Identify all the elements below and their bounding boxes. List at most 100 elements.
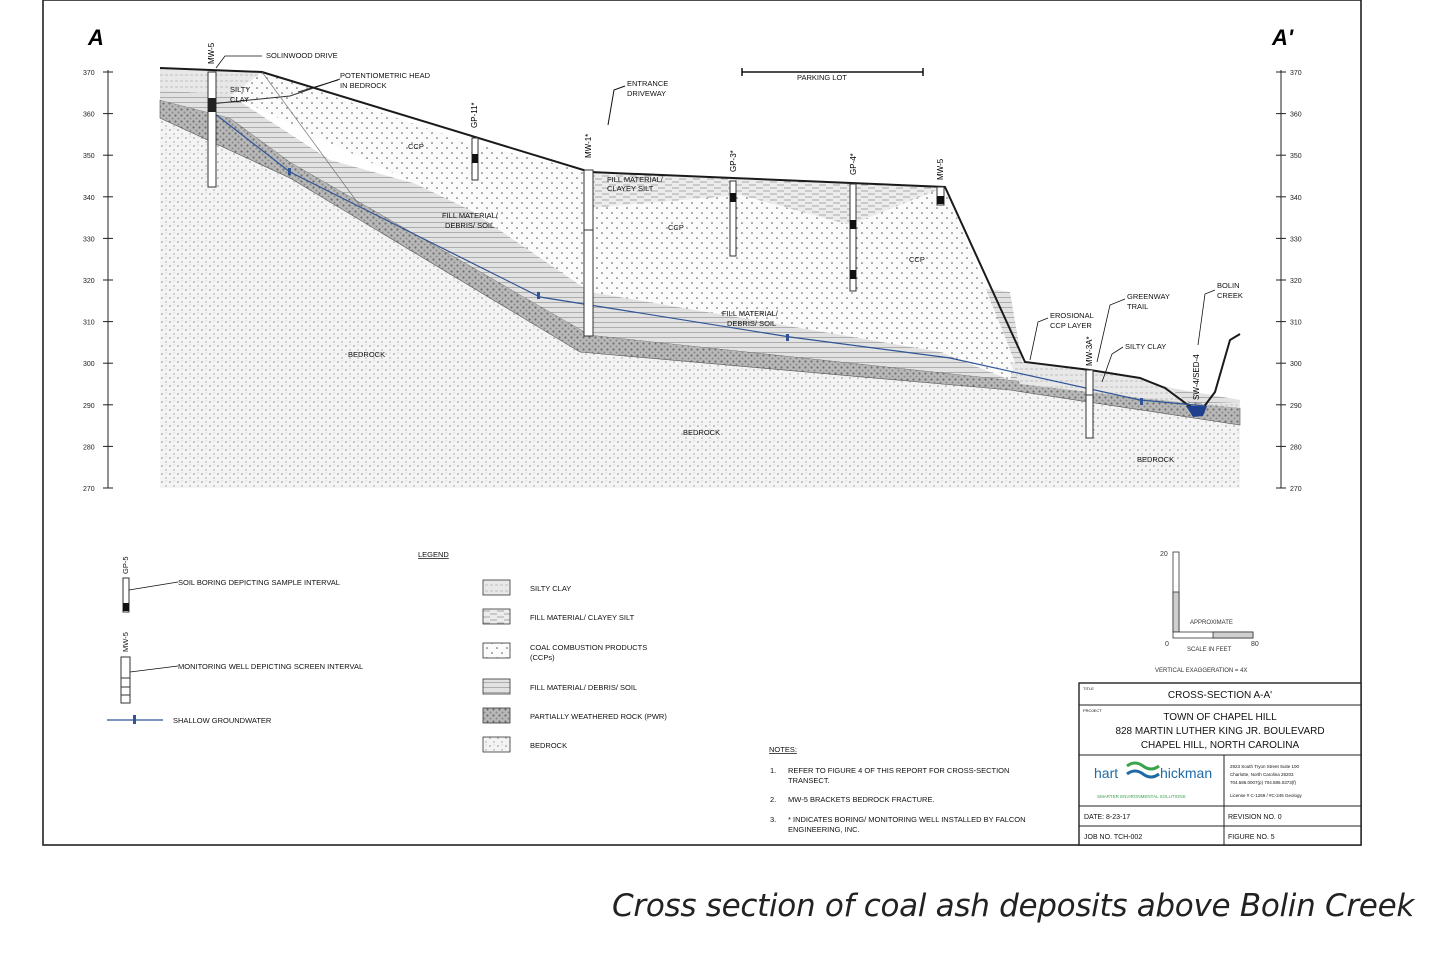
svg-text:3.: 3. (770, 815, 776, 824)
svg-text:License # C-1269 / #C-245 Geol: License # C-1269 / #C-245 Geology (1230, 793, 1303, 798)
company-hickman: hickman (1160, 765, 1212, 781)
notes-title: NOTES: (769, 745, 797, 754)
elevation-tick-label: 290 (1290, 403, 1302, 410)
well-mw1: MW-1* (583, 134, 594, 337)
elevation-tick-label: 350 (83, 153, 95, 160)
svg-text:MW-5: MW-5 (121, 632, 130, 652)
groundwater-markers (288, 168, 1143, 405)
svg-text:BEDROCK: BEDROCK (1137, 455, 1174, 464)
section-annotations: SOLINWOOD DRIVE POTENTIOMETRIC HEAD IN B… (215, 51, 1243, 464)
svg-text:FILL MATERIAL/: FILL MATERIAL/ (607, 175, 664, 184)
elevation-tick-label: 270 (83, 486, 95, 493)
boring-gp4: GP-4* (849, 153, 858, 292)
section-start-label: A (87, 25, 104, 50)
svg-text:CCP: CCP (909, 255, 925, 264)
svg-text:MW-5: MW-5 (936, 158, 945, 180)
legend-swatch-silty (482, 579, 511, 596)
svg-text:EROSIONAL: EROSIONAL (1050, 311, 1094, 320)
svg-text:2.: 2. (770, 795, 776, 804)
legend-soil-boring: SOIL BORING DEPICTING SAMPLE INTERVAL (178, 578, 340, 587)
note-1: REFER TO FIGURE 4 OF THIS REPORT FOR CRO… (788, 766, 1009, 775)
elevation-tick-label: 310 (83, 320, 95, 327)
elevation-tick-label: 370 (1290, 70, 1302, 77)
legend-swatch-ccp (482, 642, 511, 659)
scale-bar: 20 0 80 APPROXIMATE SCALE IN FEET VERTIC… (1155, 551, 1259, 674)
svg-text:Charlotte, North Carolina 2820: Charlotte, North Carolina 28203 (1230, 772, 1294, 777)
note-2: MW-5 BRACKETS BEDROCK FRACTURE. (788, 795, 935, 804)
elevation-tick-label: 370 (83, 70, 95, 77)
svg-text:PARKING LOT: PARKING LOT (797, 73, 847, 82)
svg-text:TRAIL: TRAIL (1127, 302, 1148, 311)
title-block-job: JOB NO. TCH-002 (1084, 834, 1142, 841)
title-block-project-1: TOWN OF CHAPEL HILL (1163, 712, 1277, 723)
title-block-title: CROSS-SECTION A-A' (1168, 690, 1272, 701)
svg-text:CCP: CCP (408, 142, 424, 151)
svg-text:BEDROCK: BEDROCK (348, 350, 385, 359)
title-block-revision: REVISION NO. 0 (1228, 814, 1282, 821)
notes: NOTES: 1. REFER TO FIGURE 4 OF THIS REPO… (769, 745, 1026, 834)
svg-text:CLAY: CLAY (230, 95, 249, 104)
elevation-tick-label: 360 (83, 112, 95, 119)
elevation-tick-label: 280 (1290, 444, 1302, 451)
svg-text:CCP LAYER: CCP LAYER (1050, 321, 1092, 330)
company-tagline: SMARTER ENVIRONMENTAL SOLUTIONS (1097, 794, 1186, 799)
left-elevation-axis: 370 360 350 340 330 320 310 300 290 280 270 (83, 70, 113, 493)
elevation-tick-label: 330 (1290, 236, 1302, 243)
svg-text:SILTY CLAY: SILTY CLAY (1125, 342, 1166, 351)
legend-item-clayey: FILL MATERIAL/ CLAYEY SILT (530, 613, 635, 622)
title-block-project-3: CHAPEL HILL, NORTH CAROLINA (1141, 740, 1300, 751)
svg-text:ENTRANCE: ENTRANCE (627, 79, 668, 88)
legend-patterns: LEGEND SILTY CLAY FILL MATERIAL/ CLAYEY … (418, 550, 667, 753)
svg-text:80: 80 (1251, 641, 1259, 648)
well-sw4-label: SW-4/SED-4 (1192, 354, 1201, 400)
svg-text:GP-3*: GP-3* (729, 150, 738, 172)
svg-text:MW-3A*: MW-3A* (1085, 336, 1094, 366)
svg-text:20: 20 (1160, 551, 1168, 558)
title-block: TITLE CROSS-SECTION A-A' PROJECT TOWN OF… (1078, 682, 1362, 846)
svg-text:704.586.0007(p) 704.586.0373(f: 704.586.0007(p) 704.586.0373(f) (1230, 780, 1297, 785)
svg-text:SILTY: SILTY (230, 85, 250, 94)
svg-text:DRIVEWAY: DRIVEWAY (627, 89, 666, 98)
elevation-tick-label: 330 (83, 236, 95, 243)
legend-symbols: GP-5 SOIL BORING DEPICTING SAMPLE INTERV… (107, 556, 363, 725)
legend-item-debris: FILL MATERIAL/ DEBRIS/ SOIL (530, 683, 637, 692)
svg-text:2923 South Tryon Street Suite: 2923 South Tryon Street Suite 100 (1230, 764, 1300, 769)
legend-swatch-clayey (482, 608, 511, 625)
section-end-label: A' (1271, 25, 1294, 50)
title-block-figure: FIGURE NO. 5 (1228, 834, 1275, 841)
legend-monitoring-well: MONITORING WELL DEPICTING SCREEN INTERVA… (178, 662, 363, 671)
elevation-tick-label: 320 (83, 278, 95, 285)
geology-layers (159, 67, 1241, 488)
elevation-tick-label: 280 (83, 444, 95, 451)
elevation-tick-label: 270 (1290, 486, 1302, 493)
elevation-tick-label: 340 (83, 195, 95, 202)
boring-gp11: GP-11* (470, 102, 479, 181)
svg-text:MW-5: MW-5 (207, 42, 216, 64)
legend-title: LEGEND (418, 550, 449, 559)
elevation-tick-label: 290 (83, 403, 95, 410)
company-logo-icon (1126, 761, 1160, 771)
company-hart: hart (1094, 765, 1118, 781)
svg-text:SOLINWOOD DRIVE: SOLINWOOD DRIVE (266, 51, 338, 60)
erosional-ccp-layer (1010, 362, 1240, 408)
svg-text:GREENWAY: GREENWAY (1127, 292, 1170, 301)
title-block-date: DATE: 8-23-17 (1084, 814, 1130, 821)
svg-text:POTENTIOMETRIC HEAD: POTENTIOMETRIC HEAD (340, 71, 431, 80)
svg-text:TRANSECT.: TRANSECT. (788, 776, 830, 785)
svg-text:GP-4*: GP-4* (849, 153, 858, 175)
svg-text:TITLE: TITLE (1083, 686, 1094, 691)
elevation-tick-label: 300 (83, 361, 95, 368)
svg-text:CREEK: CREEK (1217, 291, 1243, 300)
legend-item-silty: SILTY CLAY (530, 584, 571, 593)
elevation-tick-label: 300 (1290, 361, 1302, 368)
svg-text:GP-5: GP-5 (121, 556, 130, 574)
figure-caption: Cross section of coal ash deposits above… (612, 888, 1414, 924)
title-block-project-2: 828 MARTIN LUTHER KING JR. BOULEVARD (1115, 726, 1324, 737)
legend-item-bedrock: BEDROCK (530, 741, 567, 750)
elevation-tick-label: 310 (1290, 320, 1302, 327)
legend-swatch-pwr (482, 707, 511, 724)
svg-text:APPROXIMATE: APPROXIMATE (1190, 620, 1233, 626)
boring-gp3: GP-3* (729, 150, 738, 257)
